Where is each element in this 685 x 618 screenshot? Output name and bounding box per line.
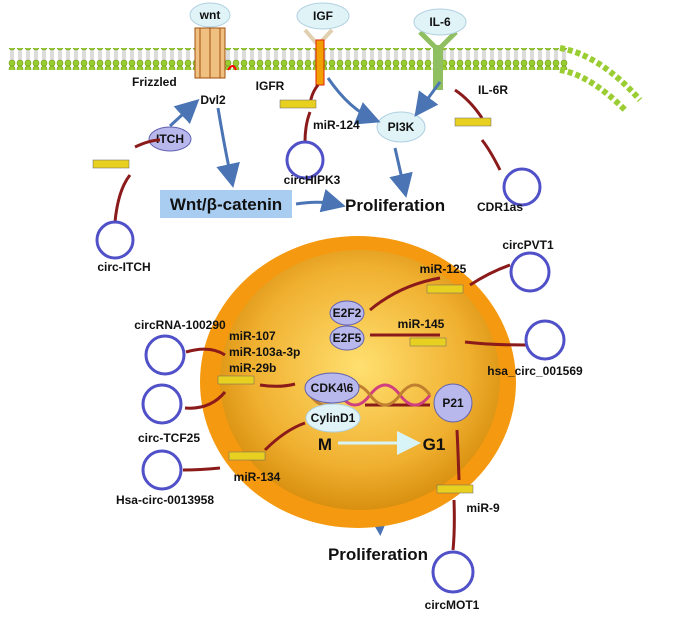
wnt-beta-catenin-label: Wnt/β-catenin bbox=[170, 195, 282, 214]
e2f2-label: E2F2 bbox=[333, 306, 362, 320]
frizzled-receptor-icon bbox=[194, 27, 237, 79]
mir-29b-label: miR-29b bbox=[229, 361, 276, 375]
arrow-wnt-proliferation bbox=[295, 188, 346, 213]
dvl2-label: Dvl2 bbox=[200, 93, 226, 107]
e2f5-label: E2F5 bbox=[333, 331, 362, 345]
cyclind1-node bbox=[305, 403, 361, 433]
cdk46-node bbox=[304, 372, 360, 404]
proliferation-top-label: Proliferation bbox=[345, 196, 445, 215]
itch-label: ITCH bbox=[156, 132, 184, 146]
circ-tcf25-label: circ-TCF25 bbox=[138, 431, 200, 445]
arrow-il6r-pi3k bbox=[414, 81, 442, 117]
wnt-label: wnt bbox=[199, 8, 221, 22]
igfr-receptor-icon bbox=[303, 28, 334, 86]
arrow-itch-dvl2 bbox=[168, 98, 200, 128]
circhipk3-ring bbox=[285, 140, 325, 180]
itch-node bbox=[148, 126, 192, 152]
pi3k-node bbox=[376, 111, 426, 143]
phase-m-label: M bbox=[318, 435, 332, 454]
cell-membrane bbox=[8, 45, 643, 113]
cyclind1-label: CylinD1 bbox=[311, 411, 356, 425]
il6-label: IL-6 bbox=[429, 15, 451, 29]
cdk46-label: CDK4\6 bbox=[311, 381, 354, 395]
mirna-duplex-icons bbox=[92, 99, 492, 494]
circmot1-label: circMOT1 bbox=[425, 598, 480, 612]
circpvt1-ring bbox=[509, 251, 551, 293]
arrow-igfr-pi3k bbox=[326, 77, 381, 125]
rna-tethers bbox=[113, 84, 527, 551]
hsa-circ-001569-ring bbox=[524, 319, 566, 361]
hsa-circ-0013958-ring bbox=[141, 449, 183, 491]
phase-g1-label: G1 bbox=[423, 435, 446, 454]
cdr1as-ring bbox=[502, 167, 542, 207]
hsa-circ-001569-label: hsa_circ_001569 bbox=[487, 364, 583, 378]
mir-124-label: miR-124 bbox=[313, 118, 360, 132]
circmot1-ring bbox=[431, 550, 475, 594]
mir-103a-3p-label: miR-103a-3p bbox=[229, 345, 300, 359]
circ-itch-ring bbox=[95, 220, 135, 260]
arrow-pi3k-proliferation bbox=[389, 147, 413, 198]
il6r-receptor-icon bbox=[418, 30, 458, 90]
arrow-dvl2-wnt bbox=[216, 107, 240, 188]
wnt-ligand bbox=[189, 2, 231, 28]
e2f2-node bbox=[329, 300, 365, 326]
mir-125-label: miR-125 bbox=[420, 262, 467, 276]
circ-itch-label: circ-ITCH bbox=[97, 260, 150, 274]
proliferation-bottom-label: Proliferation bbox=[328, 545, 428, 564]
igf-ligand bbox=[296, 2, 350, 30]
circhipk3-label: circHIPK3 bbox=[284, 173, 341, 187]
p21-label: P21 bbox=[442, 396, 464, 410]
il6r-label: IL-6R bbox=[478, 83, 508, 97]
mir-9-label: miR-9 bbox=[466, 501, 500, 515]
circrna-100290-ring bbox=[144, 334, 186, 376]
p21-node bbox=[433, 383, 473, 423]
mir-107-label: miR-107 bbox=[229, 329, 276, 343]
wnt-beta-catenin-box bbox=[160, 190, 292, 218]
igf-label: IGF bbox=[313, 9, 333, 23]
pi3k-label: PI3K bbox=[388, 120, 415, 134]
circpvt1-label: circPVT1 bbox=[502, 238, 554, 252]
cdr1as-label: CDR1as bbox=[477, 200, 523, 214]
igfr-label: IGFR bbox=[256, 79, 285, 93]
frizzled-label: Frizzled bbox=[132, 75, 177, 89]
mir-134-label: miR-134 bbox=[234, 470, 281, 484]
mir-145-label: miR-145 bbox=[398, 317, 445, 331]
circrna-100290-label: circRNA-100290 bbox=[134, 318, 226, 332]
hsa-circ-0013958-label: Hsa-circ-0013958 bbox=[116, 493, 214, 507]
circ-tcf25-ring bbox=[141, 383, 183, 425]
e2f5-node bbox=[329, 325, 365, 351]
il6-ligand bbox=[413, 8, 467, 36]
circrna-rings bbox=[95, 140, 566, 594]
nucleus bbox=[220, 250, 500, 510]
